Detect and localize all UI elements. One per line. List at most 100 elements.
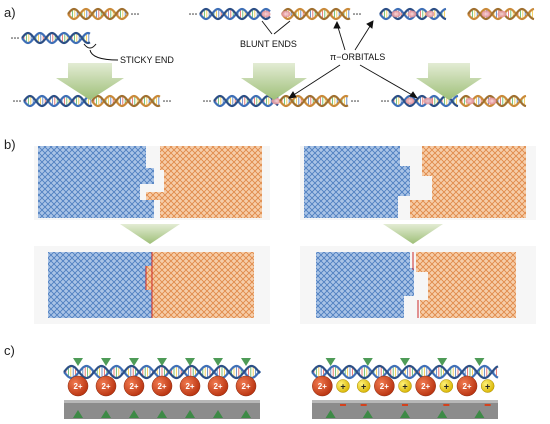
binding-arrow-down xyxy=(185,358,195,366)
monovalent-ion: + xyxy=(398,379,412,393)
divalent-ion: 2+ xyxy=(374,375,395,397)
binding-arrow-down xyxy=(101,358,111,366)
arrows-c-right xyxy=(325,358,485,418)
blunt-ends-pointer-2 xyxy=(273,20,291,35)
binding-arrow-down xyxy=(437,358,448,366)
panel-a-helices xyxy=(11,7,535,108)
surface-charge-mark xyxy=(402,404,408,406)
binding-arrow-up xyxy=(325,410,336,418)
panel-c-left: 2+ 2+ 2+ 2+ 2+ 2+ 2+ xyxy=(63,358,261,419)
ion-charge-label: + xyxy=(340,382,345,392)
divalent-ion: 2+ xyxy=(123,375,145,397)
ion-charge-label: 2+ xyxy=(129,382,138,391)
ion-charge-label: 2+ xyxy=(462,382,471,391)
ion-charge-label: + xyxy=(361,382,366,392)
binding-arrow-up xyxy=(241,410,251,418)
ion-charge-label: 2+ xyxy=(101,382,110,391)
surface-charge-mark xyxy=(443,404,450,406)
monovalent-ion: + xyxy=(480,379,495,393)
panel-b-arrow-right xyxy=(383,224,443,244)
surface-charge-mark xyxy=(484,404,491,406)
binding-arrow-up xyxy=(213,410,223,418)
divalent-ion: 2+ xyxy=(456,375,478,397)
binding-arrow-down xyxy=(129,358,139,366)
sticky-end-label: STICKY END xyxy=(120,55,174,65)
binding-arrow-down xyxy=(474,358,485,366)
blunt-blue-helix xyxy=(189,7,271,21)
divalent-ion: 2+ xyxy=(415,375,436,397)
binding-arrow-up xyxy=(73,410,83,418)
binding-arrow-down xyxy=(241,358,251,366)
panel-a-arrow-2 xyxy=(241,63,307,100)
joined-orange-helix xyxy=(91,94,171,108)
col3-joined-orange-helix xyxy=(459,94,527,108)
stacked-blue-helix xyxy=(203,94,281,108)
sticky-orange-helix xyxy=(67,7,139,21)
arrows-c-left xyxy=(73,358,251,418)
panel-a-arrow-3 xyxy=(416,63,482,100)
monovalent-ion: + xyxy=(336,379,350,393)
divalent-ion: 2+ xyxy=(67,375,89,397)
panel-c-right: 2+ + +2+ +2+ +2+ + xyxy=(311,358,499,419)
helix-c-right xyxy=(311,364,499,380)
binding-arrow-down xyxy=(73,358,83,366)
ion-charge-label: 2+ xyxy=(318,382,327,391)
divalent-ion: 2+ xyxy=(151,375,173,397)
sticky-blue-helix xyxy=(11,31,91,45)
binding-arrow-up xyxy=(474,410,485,418)
monovalent-ion: + xyxy=(356,379,371,393)
divalent-ion: 2+ xyxy=(179,375,201,397)
binding-arrow-up xyxy=(400,410,410,418)
ions-c-right: 2+ + +2+ +2+ +2+ + xyxy=(312,375,495,406)
ion-charge-label: 2+ xyxy=(157,382,166,391)
ions-c-left: 2+ 2+ 2+ 2+ 2+ 2+ 2+ xyxy=(67,375,257,397)
binding-arrow-down xyxy=(213,358,223,366)
panel-label-b: b) xyxy=(4,137,16,152)
monovalent-ion: + xyxy=(439,379,454,393)
panel-b-right-bottom xyxy=(300,246,536,324)
surface-charge-mark xyxy=(340,404,346,406)
panel-b-left-top xyxy=(34,146,270,220)
ion-charge-label: 2+ xyxy=(421,382,430,391)
binding-arrow-up xyxy=(362,410,373,418)
joined-blue-helix xyxy=(13,94,93,108)
col3-orange-helix xyxy=(467,7,535,21)
panel-b-arrow-left xyxy=(120,224,180,244)
blunt-ends-label: BLUNT ENDS xyxy=(240,39,297,49)
ion-charge-label: + xyxy=(402,382,407,392)
panel-label-c: c) xyxy=(4,343,15,358)
blunt-orange-helix xyxy=(281,7,361,21)
pi-orbitals-arrows xyxy=(288,20,419,99)
stacked-orange-helix xyxy=(279,94,359,108)
ion-charge-label: + xyxy=(485,382,490,392)
divalent-ion: 2+ xyxy=(312,375,333,397)
sticky-end-brace xyxy=(83,43,97,49)
binding-arrow-down xyxy=(325,358,336,366)
ion-charge-label: 2+ xyxy=(380,382,389,391)
divalent-ion: 2+ xyxy=(207,375,229,397)
divalent-ion: 2+ xyxy=(235,375,257,397)
panel-b-left-bottom xyxy=(34,246,270,324)
panel-label-a: a) xyxy=(4,5,16,20)
ion-charge-label: 2+ xyxy=(73,382,82,391)
binding-arrow-up xyxy=(129,410,139,418)
panel-a-arrow-1 xyxy=(56,63,124,100)
binding-arrow-up xyxy=(437,410,448,418)
binding-arrow-up xyxy=(185,410,195,418)
blunt-ends-pointer-1 xyxy=(261,20,273,35)
col3-blue-helix xyxy=(379,7,447,21)
col3-joined-blue-helix xyxy=(381,94,459,108)
binding-arrow-up xyxy=(157,410,167,418)
surface-helix-right xyxy=(311,364,499,380)
ion-charge-label: 2+ xyxy=(241,382,250,391)
binding-arrow-down xyxy=(362,358,373,366)
surface-charge-mark xyxy=(360,404,367,406)
divalent-ion: 2+ xyxy=(95,375,117,397)
binding-arrow-down xyxy=(157,358,167,366)
binding-arrow-up xyxy=(101,410,111,418)
ion-charge-label: 2+ xyxy=(213,382,222,391)
panel-b-right-top xyxy=(300,146,536,220)
sticky-end-leader xyxy=(89,49,119,61)
ion-charge-label: + xyxy=(444,382,449,392)
